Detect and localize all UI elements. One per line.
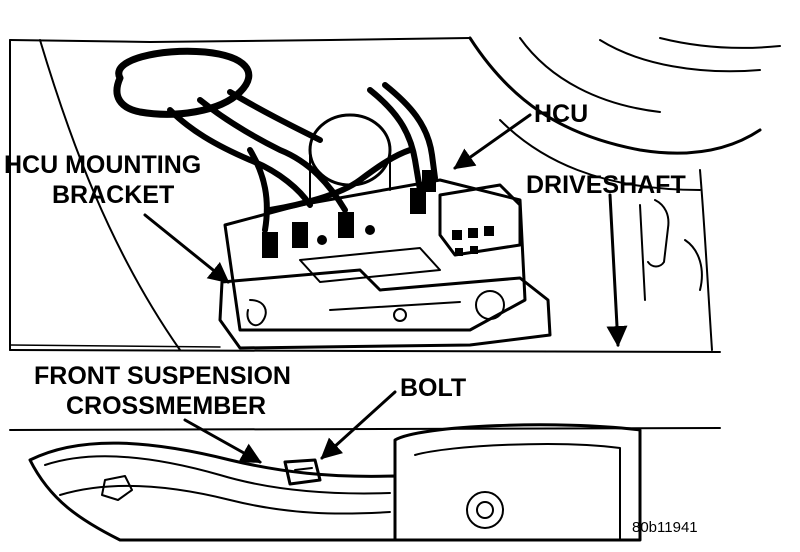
upper-scene (9, 36, 781, 353)
lower-scene (9, 423, 721, 542)
label-bolt: BOLT (400, 374, 466, 402)
bolt-shape (283, 458, 322, 486)
label-hcu-mounting-bracket-line2: BRACKET (52, 181, 174, 209)
arrow-bracket (143, 213, 230, 284)
label-front-suspension-line1: FRONT SUSPENSION (34, 362, 291, 390)
arrow-crossmember (183, 418, 262, 464)
arrow-hcu (453, 113, 532, 170)
hcu-unit (223, 113, 527, 332)
mounting-bracket (218, 268, 552, 350)
label-hcu: HCU (534, 100, 588, 128)
label-hcu-mounting-bracket-line1: HCU MOUNTING (4, 151, 201, 179)
wheel-drum-shape (468, 36, 781, 191)
figure-reference: 80b11941 (632, 519, 698, 536)
leader-arrows (143, 113, 628, 464)
label-front-suspension-line2: CROSSMEMBER (66, 392, 266, 420)
callout-labels: HCU HCU MOUNTING BRACKET DRIVESHAFT FRON… (4, 100, 698, 536)
arrow-driveshaft (606, 193, 628, 348)
brake-lines (113, 47, 438, 233)
fittings (262, 170, 436, 258)
arrow-bolt (320, 390, 397, 460)
label-driveshaft: DRIVESHAFT (526, 171, 686, 199)
